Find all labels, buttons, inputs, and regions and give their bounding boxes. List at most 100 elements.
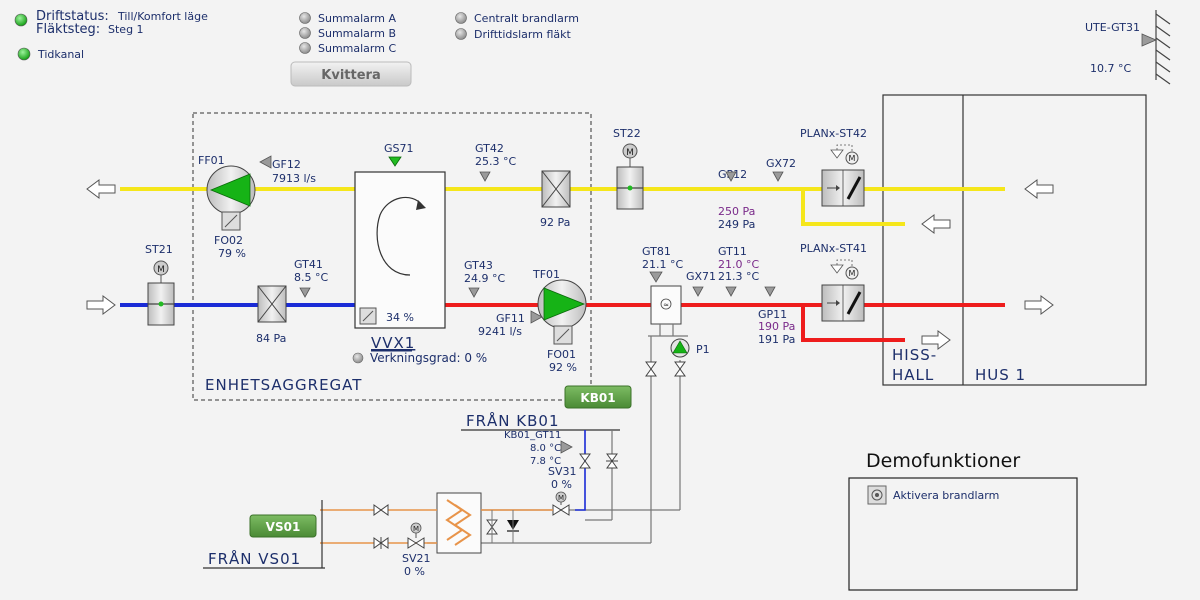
p1-label: P1 — [696, 343, 710, 356]
gt11-sensor-icon — [725, 286, 737, 297]
kvittera-button[interactable]: Kvittera — [290, 61, 412, 87]
building: HISS- HALL HUS 1 — [882, 94, 1147, 386]
centralt-brandlarm-led — [455, 12, 467, 24]
vs01-tag[interactable]: VS01 — [249, 514, 317, 538]
kb01-gt11-t1: 8.0 °C — [530, 443, 561, 454]
demofunktioner-title: Demofunktioner — [866, 450, 1020, 472]
status-panel: Driftstatus: Till/Komfort läge Fläktsteg… — [14, 9, 208, 61]
aktivera-brandlarm-label: Aktivera brandlarm — [893, 489, 999, 502]
fan-right-icon — [543, 287, 586, 321]
summalarm-b-label: Summalarm B — [318, 27, 396, 40]
sv31-name: SV31 — [548, 465, 577, 478]
vs01-tag-label: VS01 — [266, 520, 301, 534]
gt43-sensor-icon — [468, 287, 480, 298]
fran-vs01-label: FRÅN VS01 — [208, 549, 301, 568]
supply-out-arrow-icon — [1024, 295, 1054, 315]
gt81-value: 21.1 °C — [642, 258, 683, 271]
vvx1-heat-exchanger[interactable]: 34 % — [354, 171, 446, 329]
outdoor-sensor-name: UTE-GT31 — [1085, 21, 1140, 34]
st42-motor-icon: M — [849, 154, 856, 163]
sv21-name: SV21 — [402, 552, 431, 565]
st22-label: ST22 — [613, 127, 641, 140]
driftstatus-led — [14, 13, 28, 27]
ff01-label: FF01 — [198, 154, 225, 167]
fo01-value: 92 % — [549, 361, 577, 374]
st21-damper[interactable]: M — [147, 260, 175, 326]
gf12-value: 7913 l/s — [272, 172, 316, 185]
vvx1-converter-icon[interactable] — [359, 307, 377, 325]
gt11-value: 21.3 °C — [718, 270, 759, 283]
fo02-name: FO02 — [214, 234, 243, 247]
planx-st42-damper[interactable]: M — [821, 144, 865, 207]
sv31-valve[interactable]: M — [552, 491, 570, 516]
st41-motor-icon: M — [849, 269, 856, 278]
supply-in-arrow-icon — [86, 295, 116, 315]
gf11-sensor-icon — [530, 310, 543, 324]
supply-filter-pa: 84 Pa — [256, 332, 286, 345]
fo02-converter-icon[interactable] — [221, 211, 241, 231]
gp11-set: 190 Pa — [758, 320, 795, 333]
hus-label: HUS 1 — [975, 366, 1026, 384]
vs01-heat-exchanger[interactable] — [436, 492, 482, 554]
ff01-fan[interactable] — [206, 165, 256, 215]
gf11-name: GF11 — [496, 312, 525, 325]
gp11-value: 191 Pa — [758, 333, 795, 346]
gx72-sensor-icon — [772, 171, 784, 182]
sv31-value: 0 % — [551, 478, 572, 491]
freeze-guard-icon: ≈ — [663, 301, 669, 309]
gt42-name: GT42 — [475, 142, 504, 155]
tidkanal-led — [17, 47, 31, 61]
exhaust-filter-icon — [541, 170, 571, 208]
sv21-valve[interactable]: M — [407, 522, 425, 549]
gf12-sensor-icon — [259, 155, 272, 169]
gx71-label: GX71 — [686, 270, 716, 283]
summalarm-b-led — [299, 27, 311, 39]
fo01-name: FO01 — [547, 348, 576, 361]
vvx1-label: VVX1 — [371, 334, 415, 352]
hall-label: HALL — [892, 366, 934, 384]
supply-filter-icon — [257, 285, 287, 323]
gx72-label: GX72 — [766, 157, 796, 170]
tf01-label: TF01 — [532, 268, 560, 281]
st21-motor-icon: M — [157, 265, 165, 275]
st22-damper[interactable]: M — [616, 143, 644, 210]
sv21-motor-icon: M — [413, 525, 419, 533]
gs71-indicator-icon — [388, 156, 402, 167]
hiss-label: HISS- — [892, 346, 937, 364]
aktivera-brandlarm-button[interactable] — [867, 485, 887, 505]
p1-pump[interactable] — [670, 338, 690, 358]
valve-icon — [645, 361, 657, 377]
kb01-tag[interactable]: KB01 — [564, 385, 632, 409]
verkningsgrad-label: Verkningsgrad: 0 % — [370, 351, 487, 365]
heating-coil[interactable]: ≈ — [650, 285, 682, 325]
gp12-value: 249 Pa — [718, 218, 755, 231]
gx71-sensor-icon — [692, 286, 704, 297]
kvittera-label: Kvittera — [321, 68, 380, 83]
enhetsaggregat-label: ENHETSAGGREGAT — [205, 376, 362, 394]
gt42-sensor-icon — [479, 171, 491, 182]
sv31-motor-icon: M — [558, 494, 564, 502]
gt43-value: 24.9 °C — [464, 272, 505, 285]
gt41-name: GT41 — [294, 258, 323, 271]
fo01-converter-icon[interactable] — [553, 325, 573, 345]
tf01-fan[interactable] — [537, 279, 587, 329]
valve-icon — [674, 361, 686, 377]
demo-panel — [848, 477, 1078, 591]
gp11-sensor-icon — [764, 286, 776, 297]
summalarm-a-label: Summalarm A — [318, 12, 396, 25]
driftstatus-value: Till/Komfort läge — [117, 10, 208, 23]
gf11-value: 9241 l/s — [478, 325, 522, 338]
planx-st41-damper[interactable]: M — [821, 259, 865, 322]
gt11-name: GT11 — [718, 245, 747, 258]
gf12-name: GF12 — [272, 158, 301, 171]
gt42-value: 25.3 °C — [475, 155, 516, 168]
flaktsteg-label: Fläktsteg: — [36, 22, 100, 37]
planx-st42-label: PLANx-ST42 — [800, 127, 867, 140]
gp12-set: 250 Pa — [718, 205, 755, 218]
exhaust-filter-pa: 92 Pa — [540, 216, 570, 229]
fan-left-icon — [209, 173, 251, 207]
sv21-value: 0 % — [404, 565, 425, 578]
kb01-gt11-name: KB01_GT11 — [504, 430, 561, 441]
valve-icon — [579, 453, 591, 469]
gt81-sensor-icon — [649, 271, 663, 283]
